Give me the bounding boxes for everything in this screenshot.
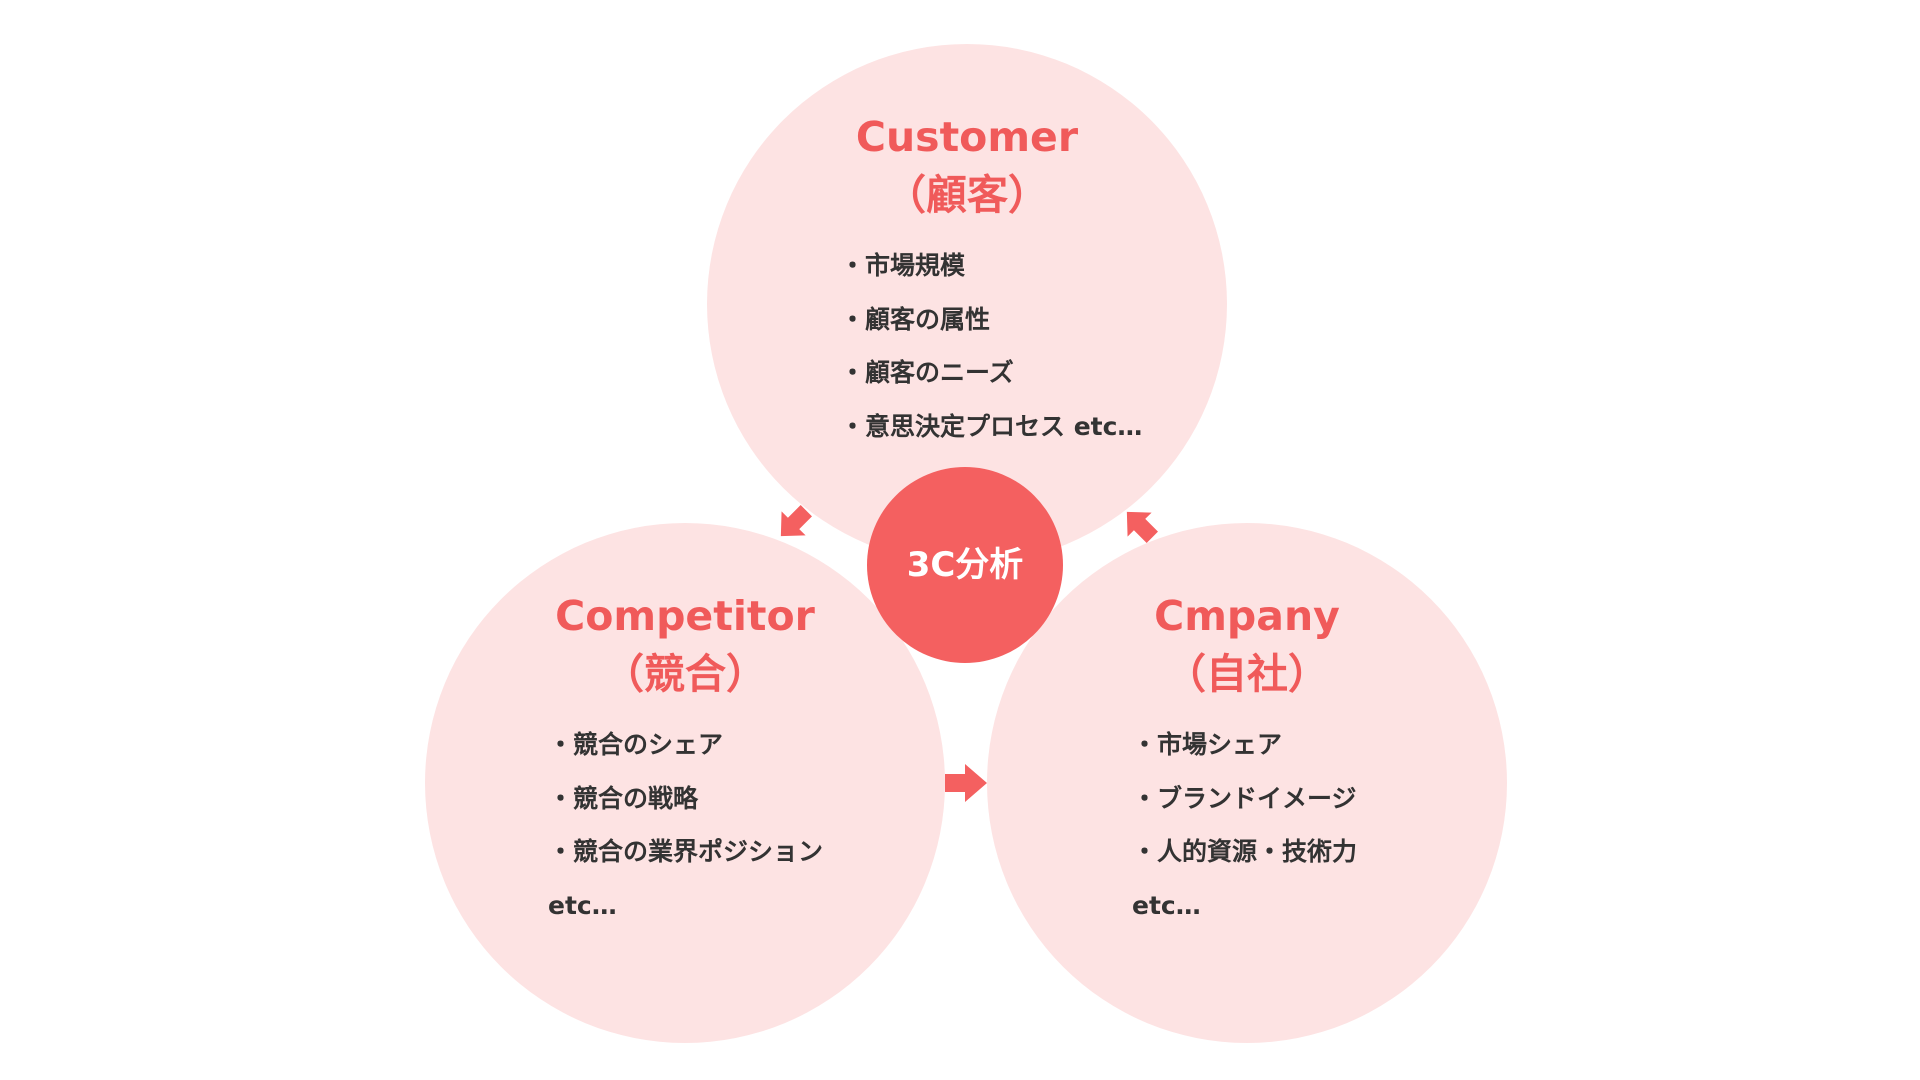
list-item: ・競合の戦略 — [548, 783, 699, 813]
company-subtitle: （自社） — [1165, 650, 1329, 698]
list-item: ・競合の業界ポジション — [548, 837, 824, 866]
company-item-list: ・市場シェア ・ブランドイメージ ・人的資源・技術力 etc… — [1132, 718, 1357, 932]
list-item: ・意思決定プロセス etc… — [840, 411, 1143, 441]
company-title: Cmpany — [1154, 592, 1340, 640]
competitor-subtitle: （競合） — [603, 650, 767, 698]
list-item: ・市場規模 — [840, 251, 966, 280]
customer-title: Customer — [855, 113, 1079, 161]
arrow-icon-customer-to-competitor — [780, 505, 812, 537]
company-circle: Cmpany （自社） ・市場シェア ・ブランドイメージ ・人的資源・技術力 e… — [987, 523, 1507, 1043]
list-item: ・顧客の属性 — [840, 304, 991, 334]
list-item: ・競合のシェア — [548, 730, 724, 759]
list-item: ・顧客のニーズ — [840, 358, 1014, 387]
competitor-circle: Competitor （競合） ・競合のシェア ・競合の戦略 ・競合の業界ポジシ… — [425, 523, 945, 1043]
competitor-item-list: ・競合のシェア ・競合の戦略 ・競合の業界ポジション etc… — [548, 718, 823, 932]
list-item: ・人的資源・技術力 — [1132, 837, 1358, 866]
list-item: ・市場シェア — [1132, 730, 1283, 759]
customer-item-list: ・市場規模 ・顧客の属性 ・顧客のニーズ ・意思決定プロセス etc… — [840, 239, 1142, 453]
list-item: etc… — [1132, 890, 1201, 920]
arrow-icon-competitor-to-company — [945, 764, 987, 802]
arrow-icon-company-to-customer — [1126, 511, 1158, 543]
customer-subtitle: （顧客） — [885, 171, 1049, 219]
list-item: ・ブランドイメージ — [1132, 783, 1357, 813]
competitor-title: Competitor — [555, 592, 815, 640]
center-label-3c: 3C分析 — [867, 467, 1063, 663]
list-item: etc… — [548, 890, 617, 920]
